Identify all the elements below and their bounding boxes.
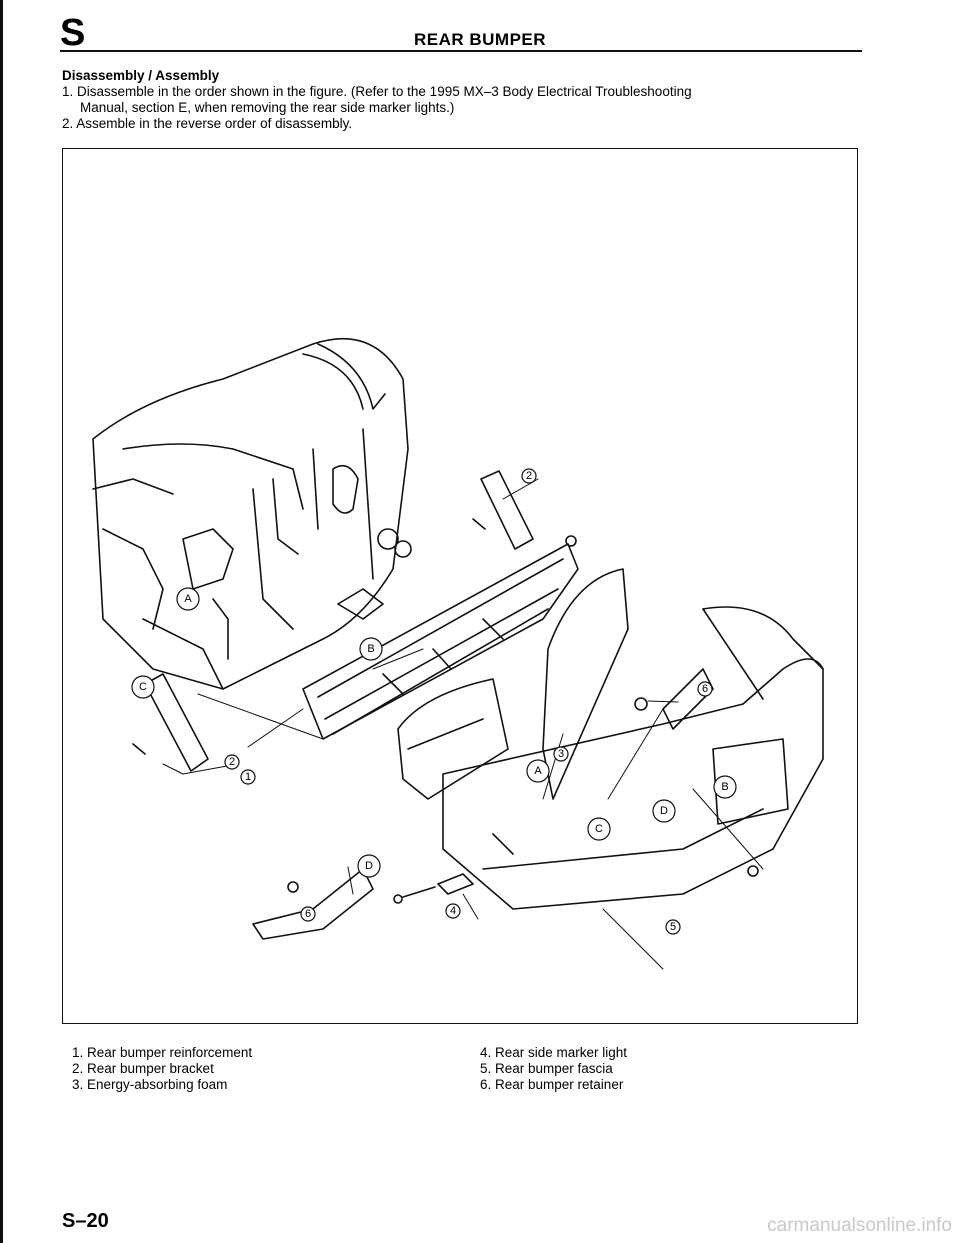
- intro-heading: Disassembly / Assembly: [62, 68, 220, 83]
- callout-6-lower: 6: [305, 908, 311, 920]
- exploded-view-figure: 1 2 2 3 4 5 6 6 A A B B C C D D: [62, 148, 858, 1024]
- callout-c-body: C: [139, 681, 147, 693]
- energy-absorbing-foam-drawing: [397, 568, 629, 800]
- callout-3: 3: [558, 748, 564, 760]
- callout-a-body: A: [184, 593, 192, 605]
- callout-4: 4: [450, 905, 456, 917]
- legend-column-2: 4. Rear side marker light 5. Rear bumper…: [480, 1045, 627, 1093]
- section-letter: S: [60, 12, 86, 54]
- intro-instructions: Disassembly / Assembly 1. Disassemble in…: [62, 68, 862, 132]
- marker-light-and-fasteners: [287, 535, 759, 904]
- title-rule: [60, 50, 862, 52]
- step-1: 1. Disassemble in the order shown in the…: [62, 84, 862, 116]
- callout-d-retainer: D: [365, 860, 373, 872]
- legend-item: 1. Rear bumper reinforcement: [72, 1045, 253, 1060]
- legend-item: 3. Energy-absorbing foam: [72, 1077, 228, 1092]
- page-number: S–20: [62, 1210, 109, 1232]
- callout-2-right: 2: [526, 470, 532, 482]
- callout-2-left: 2: [229, 756, 235, 768]
- page-edge-bar: [0, 0, 3, 1243]
- callout-6-upper: 6: [702, 683, 708, 695]
- bumper-fascia-drawing: [442, 606, 824, 910]
- callout-5: 5: [670, 921, 676, 933]
- callout-d-fascia: D: [660, 805, 668, 817]
- callout-c-fascia: C: [595, 823, 603, 835]
- watermark: carmanualsonline.info: [767, 1215, 952, 1236]
- page-title: REAR BUMPER: [413, 30, 547, 49]
- step-1-line-1: 1. Disassemble in the order shown in the…: [62, 84, 692, 99]
- callout-1: 1: [245, 771, 251, 783]
- step-1-line-2: Manual, section E, when removing the rea…: [80, 100, 455, 115]
- reinforcement-drawing: [302, 543, 579, 740]
- legend-column-1: 1. Rear bumper reinforcement 2. Rear bum…: [72, 1045, 252, 1093]
- legend-item: 5. Rear bumper fascia: [480, 1061, 613, 1076]
- vehicle-body-drawing: [92, 337, 412, 690]
- callout-a-fascia: A: [534, 765, 542, 777]
- bumper-exploded-diagram: 1 2 2 3 4 5 6 6 A A B B C C D D: [92, 337, 824, 970]
- step-2: 2. Assemble in the reverse order of disa…: [62, 116, 353, 131]
- legend-item: 4. Rear side marker light: [480, 1045, 628, 1060]
- callout-b-fascia: B: [721, 781, 728, 793]
- bracket-drawings: [132, 470, 534, 772]
- callout-b-body: B: [367, 643, 374, 655]
- legend-item: 6. Rear bumper retainer: [480, 1077, 624, 1092]
- legend-item: 2. Rear bumper bracket: [72, 1061, 214, 1076]
